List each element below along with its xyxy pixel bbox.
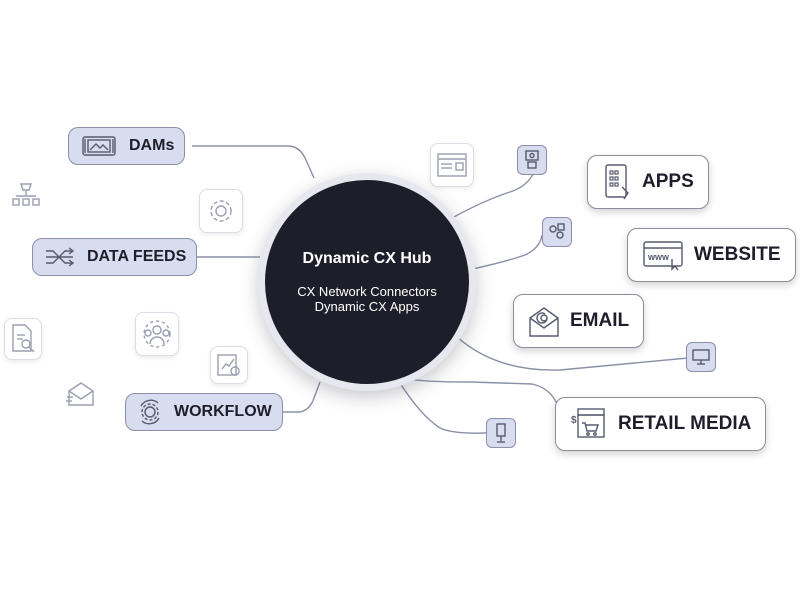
gear-icon — [199, 189, 243, 233]
email-label: EMAIL — [570, 310, 630, 331]
hub-line-apps: Dynamic CX Apps — [314, 299, 420, 314]
image-gallery-icon — [79, 134, 119, 158]
org-chart-icon — [8, 178, 44, 214]
hub-line-connectors: CX Network Connectors — [297, 284, 437, 299]
website-node[interactable]: www WEBSITE — [627, 228, 796, 282]
totem-display-icon[interactable] — [486, 418, 516, 448]
email-node[interactable]: EMAIL — [513, 294, 645, 348]
data-feeds-node[interactable]: DATA FEEDS — [32, 238, 198, 276]
svg-text:www: www — [647, 252, 670, 262]
shuffle-icon — [43, 246, 77, 268]
chart-report-icon — [210, 346, 248, 384]
window-panel-icon — [430, 143, 474, 187]
dynamic-cx-hub: Dynamic CX Hub CX Network Connectors Dyn… — [258, 173, 476, 391]
phone-grid-icon — [602, 163, 632, 201]
data-feeds-label: DATA FEEDS — [87, 248, 187, 265]
apps-node[interactable]: APPS — [587, 155, 709, 209]
kiosk-screen-icon[interactable] — [517, 145, 547, 175]
monitor-icon[interactable] — [686, 342, 716, 372]
settings-stack-icon[interactable] — [542, 217, 572, 247]
svg-text:$: $ — [571, 415, 577, 426]
hub-title: Dynamic CX Hub — [302, 250, 432, 267]
store-cart-icon: $ — [570, 407, 608, 441]
dams-node[interactable]: DAMs — [68, 127, 186, 165]
retail-media-label: RETAIL MEDIA — [618, 413, 752, 434]
retail-media-node[interactable]: $ RETAIL MEDIA — [555, 397, 767, 451]
envelope-at-icon — [528, 304, 560, 338]
apps-label: APPS — [642, 171, 694, 192]
dams-label: DAMs — [129, 137, 175, 154]
browser-www-icon: www — [642, 239, 684, 271]
website-label: WEBSITE — [694, 244, 781, 265]
workflow-node[interactable]: WORKFLOW — [125, 393, 283, 431]
envelope-icon — [62, 376, 100, 414]
document-search-icon — [4, 318, 42, 360]
gear-cycle-icon — [136, 398, 164, 426]
team-icon — [135, 312, 179, 356]
workflow-label: WORKFLOW — [174, 403, 272, 420]
